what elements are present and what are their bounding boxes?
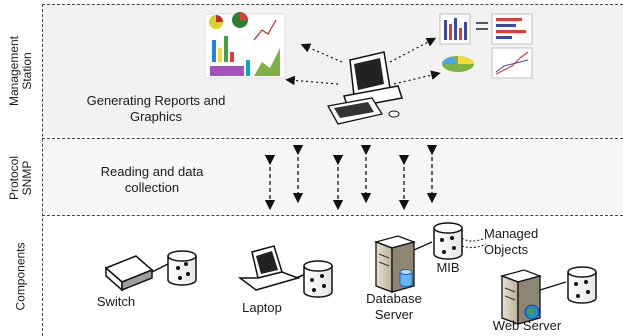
report-arrows bbox=[285, 37, 441, 86]
divider-management-protocol bbox=[42, 138, 623, 139]
laptop-icon bbox=[237, 245, 307, 291]
web-server-label: Web Server bbox=[492, 318, 562, 333]
database-server-label-line1: Database bbox=[366, 291, 422, 306]
managed-objects-line2: Objects bbox=[484, 242, 529, 257]
report-charts-right bbox=[439, 13, 533, 79]
report-charts-left bbox=[204, 12, 286, 79]
switch-icon bbox=[104, 255, 173, 292]
laptop-database-icon bbox=[303, 260, 333, 298]
laptop-label: Laptop bbox=[242, 300, 282, 315]
protocol-caption-line1: Reading and data bbox=[100, 164, 204, 179]
top-border bbox=[42, 4, 623, 5]
management-pc-icon bbox=[326, 51, 403, 125]
protocol-caption: Reading and data collection bbox=[88, 164, 216, 196]
managed-objects-line1: Managed bbox=[484, 226, 539, 241]
management-caption-line2: Graphics bbox=[129, 109, 183, 124]
mib-database-icon bbox=[433, 222, 487, 260]
switch-label: Switch bbox=[96, 294, 136, 309]
management-caption: Generating Reports and Graphics bbox=[70, 93, 242, 125]
web-server-database-icon bbox=[567, 266, 597, 304]
management-caption-line1: Generating Reports and bbox=[86, 93, 226, 108]
web-server-icon bbox=[499, 269, 567, 325]
mib-label: MIB bbox=[436, 260, 460, 275]
database-server-icon bbox=[373, 235, 433, 293]
protocol-band bbox=[42, 140, 623, 213]
switch-database-icon bbox=[167, 250, 197, 286]
managed-objects-label: Managed Objects bbox=[484, 226, 556, 258]
database-server-label: Database Server bbox=[358, 291, 430, 323]
left-border bbox=[42, 4, 43, 336]
protocol-arrows bbox=[264, 144, 438, 211]
protocol-caption-line2: collection bbox=[124, 180, 180, 195]
divider-protocol-components bbox=[42, 215, 623, 216]
database-server-label-line2: Server bbox=[374, 307, 414, 322]
